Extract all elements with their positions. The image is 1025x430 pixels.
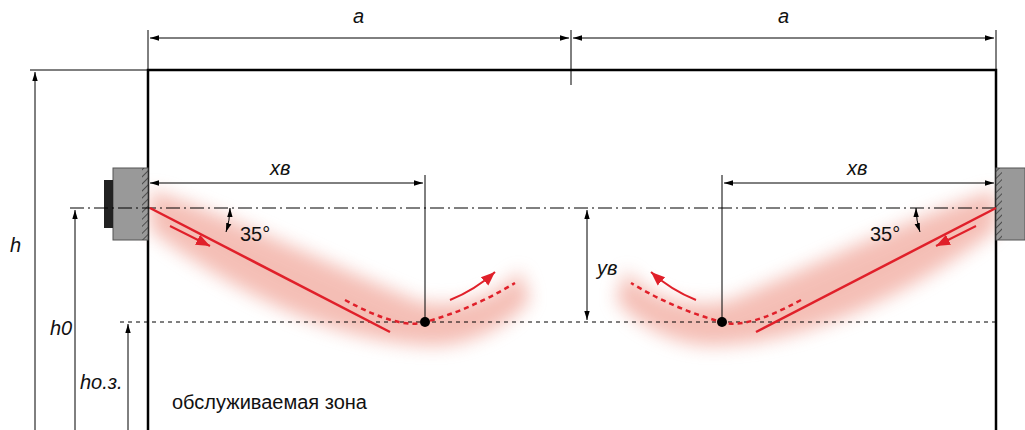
dimension-label: a xyxy=(353,6,364,26)
air-jet xyxy=(150,190,996,346)
angle-label: 35° xyxy=(870,224,900,244)
dimension-label: yв xyxy=(597,258,617,278)
dimension-label: xв xyxy=(845,158,869,178)
dimension-label: h xyxy=(10,235,21,255)
dimension-label: xв xyxy=(268,158,292,178)
dimension-label: h0 xyxy=(50,318,72,338)
dimension-label: a xyxy=(778,6,789,26)
zone-label: обслуживаемая зона xyxy=(172,392,367,412)
angle-label: 35° xyxy=(240,224,270,244)
dimension-label: hо.з. xyxy=(80,372,123,392)
